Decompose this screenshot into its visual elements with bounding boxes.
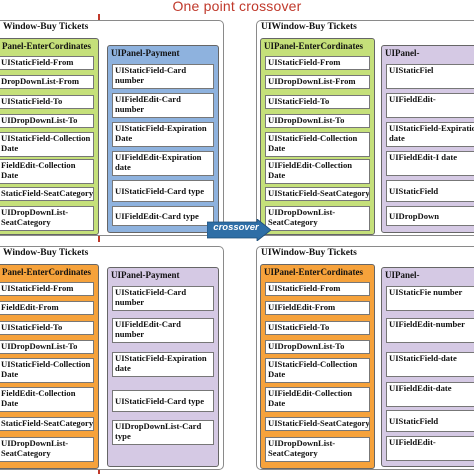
panel-title: UIPanel- — [385, 48, 420, 58]
field: UIStaticField-Card number — [112, 64, 214, 89]
field: StaticField-SeatCategory — [0, 187, 94, 201]
field: UIStaticField-Collection Date — [0, 132, 94, 157]
field: UIDropDownList-To — [0, 114, 94, 128]
panel-payment: UIPanel- UIStaticFiel UIFieldEdit- UISta… — [381, 45, 474, 233]
panel-enter-cordinates: Panel-EnterCordinates UIStaticField-From… — [0, 38, 99, 235]
panel-title: UIPanel-Payment — [111, 270, 180, 280]
field: UIStaticField-To — [0, 95, 94, 109]
field: UIFieldEdit- — [386, 436, 474, 461]
field: UIStaticFiel — [386, 64, 474, 89]
panel-enter-cordinates: Panel-EnterCordinates UIStaticField-From… — [0, 264, 99, 469]
window-title: Window-Buy Tickets — [3, 22, 89, 32]
field: FieldEdit-Collection Date — [0, 159, 94, 184]
panel-title: UIPanel-Payment — [111, 48, 180, 58]
field: UIStaticField-Collection Date — [265, 132, 370, 157]
panel-enter-cordinates: UIPanel-EnterCordinates UIStaticField-Fr… — [260, 38, 375, 235]
panel-title: UIPanel-EnterCordinates — [264, 41, 363, 51]
panel-title: UIPanel- — [385, 270, 420, 280]
field: UIStaticField-From — [265, 56, 370, 70]
field: UIStaticFie number — [386, 286, 474, 311]
crossover-label: crossover — [213, 222, 259, 233]
field: UIFieldEdit-From — [265, 301, 370, 315]
field: UIStaticField-Collection Date — [265, 358, 370, 383]
field: DropDownList-From — [0, 75, 94, 89]
field: UIStaticField-Card type — [112, 180, 214, 202]
diagram-title: One point crossover — [172, 0, 302, 14]
field: UIDropDownList-To — [265, 114, 370, 128]
field: UIFieldEdit- — [386, 93, 474, 118]
window-title: UIWindow-Buy Tickets — [261, 248, 357, 258]
panel-payment: UIPanel- UIStaticFie number UIFieldEdit-… — [381, 267, 474, 467]
field: UIFieldEdit-Card type — [112, 206, 214, 226]
field: UIStaticField-Expiration Date — [112, 122, 214, 147]
panel-title: UIPanel-EnterCordinates — [264, 267, 363, 277]
panel-title: Panel-EnterCordinates — [2, 41, 91, 51]
field: UIDropDownList-To — [265, 340, 370, 354]
field: UIStaticField-Expiration date — [112, 352, 214, 377]
window-top-left: Window-Buy Tickets Panel-EnterCordinates… — [0, 20, 224, 236]
field: FieldEdit-From — [0, 301, 94, 315]
field: UIStaticField-Expiratio date — [386, 122, 474, 147]
field: UIDropDownList-SeatCategory — [0, 437, 94, 462]
field: StaticField-SeatCategory — [0, 417, 94, 431]
field: UIStaticField-Collection Date — [0, 358, 94, 383]
field: UIStaticField-To — [265, 95, 370, 109]
field: UIStaticField-SeatCategory — [265, 417, 370, 431]
field: UIFieldEdit-Card number — [112, 93, 214, 118]
window-bottom-left: Window-Buy Tickets Panel-EnterCordinates… — [0, 246, 224, 470]
field: UIDropDownList-SeatCategory — [265, 206, 370, 231]
field: UIDropDown — [386, 206, 474, 226]
field: UIDropDownList-To — [0, 340, 94, 354]
window-top-right: UIWindow-Buy Tickets UIPanel-EnterCordin… — [256, 20, 474, 236]
field: UIFieldEdit-Card number — [112, 318, 214, 343]
field: UIStaticField-From — [0, 56, 94, 70]
panel-enter-cordinates: UIPanel-EnterCordinates UIStaticField-Fr… — [260, 264, 375, 469]
field: UIStaticField-To — [0, 321, 94, 335]
field: UIStaticField-To — [265, 321, 370, 335]
field: UIDropDownList-Card type — [112, 420, 214, 445]
field: UIStaticField-From — [265, 282, 370, 296]
field: UIStaticField-Card number — [112, 286, 214, 311]
field: UIFieldEdit-number — [386, 318, 474, 343]
field: FieldEdit-Collection Date — [0, 387, 94, 412]
field: UIDropDownList-SeatCategory — [265, 437, 370, 462]
field: UIDropDownList-From — [265, 75, 370, 89]
field: UIDropDownList-SeatCategory — [0, 206, 94, 231]
field: UIStaticField-SeatCategory — [265, 187, 370, 201]
crossover-arrow-icon — [207, 219, 271, 241]
panel-title: Panel-EnterCordinates — [2, 267, 91, 277]
field: UIFieldEdit-Expiration date — [112, 151, 214, 176]
field: UIFieldEdit-Collection Date — [265, 159, 370, 184]
crossover-point-divider — [98, 14, 100, 474]
field: UIStaticField — [386, 180, 474, 202]
field: UIFieldEdit-Collection Date — [265, 387, 370, 412]
panel-payment: UIPanel-Payment UIStaticField-Card numbe… — [107, 45, 219, 233]
field: UIStaticField — [386, 410, 474, 432]
field: UIStaticField-Card type — [112, 390, 214, 412]
window-title: UIWindow-Buy Tickets — [261, 22, 357, 32]
window-title: Window-Buy Tickets — [3, 248, 89, 258]
field: UIFieldEdit-date — [386, 382, 474, 407]
panel-payment: UIPanel-Payment UIStaticField-Card numbe… — [107, 267, 219, 467]
field: UIStaticField-From — [0, 282, 94, 296]
field: UIStaticField-date — [386, 352, 474, 377]
field: UIFieldEdit-I date — [386, 151, 474, 176]
window-bottom-right: UIWindow-Buy Tickets UIPanel-EnterCordin… — [256, 246, 474, 470]
